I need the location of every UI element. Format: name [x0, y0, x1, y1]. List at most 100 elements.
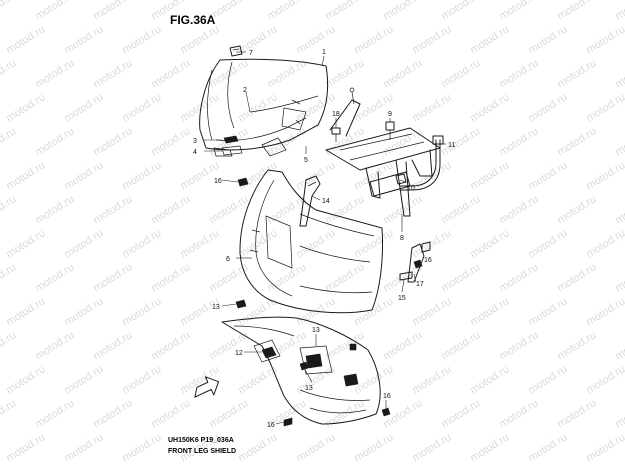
front-direction-arrow-icon: [194, 376, 220, 398]
watermark-text: motod.ru: [33, 125, 76, 158]
watermark-text: motod.ru: [33, 0, 76, 23]
watermark-text: motod.ru: [149, 329, 192, 362]
clip-part-10: [395, 173, 407, 185]
watermark-text: motod.ru: [613, 125, 625, 158]
figure-title: FIG.36A: [170, 13, 216, 27]
watermark-text: motod.ru: [497, 397, 540, 430]
watermark-text: motod.ru: [497, 0, 540, 23]
watermark-text: motod.ru: [0, 329, 18, 362]
watermark-text: motod.ru: [439, 0, 482, 23]
emblem-parts: [221, 135, 243, 156]
watermark-text: motod.ru: [120, 227, 163, 260]
watermark-text: motod.ru: [555, 193, 598, 226]
watermark-text: motod.ru: [468, 431, 511, 464]
watermark-text: motod.ru: [207, 193, 250, 226]
watermark-text: motod.ru: [381, 0, 424, 23]
watermark-text: motod.ru: [178, 227, 221, 260]
watermark-text: motod.ru: [439, 261, 482, 294]
watermark-text: motod.ru: [439, 125, 482, 158]
watermark-text: motod.ru: [526, 159, 569, 192]
callout-15: 15: [398, 295, 406, 302]
footer-caption: FRONT LEG SHIELD: [168, 448, 236, 455]
screw-part-18: [331, 127, 341, 142]
watermark-text: motod.ru: [497, 261, 540, 294]
watermark-text: motod.ru: [439, 397, 482, 430]
watermark-text: motod.ru: [149, 261, 192, 294]
leader-lines: [204, 51, 446, 425]
watermark-text: motod.ru: [439, 193, 482, 226]
callout-12: 12: [235, 350, 243, 357]
watermark-text: motod.ru: [497, 329, 540, 362]
watermark-text: motod.ru: [555, 329, 598, 362]
watermark-text: motod.ru: [468, 295, 511, 328]
watermark-text: motod.ru: [91, 57, 134, 90]
watermark-text: motod.ru: [555, 57, 598, 90]
callout-16a: 16: [214, 178, 222, 185]
watermark-text: motod.ru: [526, 431, 569, 464]
watermark-text: motod.ru: [207, 261, 250, 294]
watermark-text: motod.ru: [120, 91, 163, 124]
watermark-text: motod.ru: [352, 23, 395, 56]
watermark-text: motod.ru: [33, 193, 76, 226]
watermark-text: motod.ru: [526, 363, 569, 396]
watermark-text: motod.ru: [236, 159, 279, 192]
watermark-text: motod.ru: [526, 295, 569, 328]
watermark-text: motod.ru: [91, 397, 134, 430]
watermark-text: motod.ru: [91, 329, 134, 362]
bolt-part-9: [385, 121, 395, 140]
watermark-text: motod.ru: [4, 227, 47, 260]
watermark-text: motod.ru: [352, 159, 395, 192]
watermark-text: motod.ru: [468, 363, 511, 396]
watermark-text: motod.ru: [613, 261, 625, 294]
watermark-text: motod.ru: [584, 363, 625, 396]
watermark-text: motod.ru: [468, 159, 511, 192]
watermark-text: motod.ru: [120, 23, 163, 56]
watermark-text: motod.ru: [526, 91, 569, 124]
watermark-text: motod.ru: [439, 329, 482, 362]
watermark-text: motod.ru: [613, 0, 625, 23]
watermark-text: motod.ru: [236, 227, 279, 260]
watermark-text: motod.ru: [526, 23, 569, 56]
watermark-text: motod.ru: [91, 193, 134, 226]
callout-16d: 16: [383, 393, 391, 400]
watermark-text: motod.ru: [323, 0, 366, 23]
watermark-text: motod.ru: [584, 159, 625, 192]
watermark-text: motod.ru: [410, 23, 453, 56]
watermark-text: motod.ru: [62, 227, 105, 260]
watermark-text: motod.ru: [33, 329, 76, 362]
callout-2: 2: [243, 87, 247, 94]
watermark-text: motod.ru: [91, 261, 134, 294]
watermark-text: motod.ru: [91, 0, 134, 23]
watermark-text: motod.ru: [62, 23, 105, 56]
fasteners: [235, 177, 423, 427]
callout-3: 3: [193, 138, 197, 145]
watermark-text: motod.ru: [410, 431, 453, 464]
callout-18: 18: [332, 111, 340, 118]
callout-7: 7: [249, 50, 253, 57]
callout-4: 4: [193, 149, 197, 156]
watermark-text: motod.ru: [323, 261, 366, 294]
clip-part-7: [229, 45, 243, 57]
watermark-text: motod.ru: [207, 329, 250, 362]
callout-14: 14: [322, 198, 330, 205]
front-leg-shield: [239, 169, 383, 314]
watermark-text: motod.ru: [33, 397, 76, 430]
watermark-text: motod.ru: [149, 397, 192, 430]
watermark-text: motod.ru: [62, 363, 105, 396]
callout-1: 1: [322, 49, 326, 56]
watermark-text: motod.ru: [120, 431, 163, 464]
watermark-text: motod.ru: [62, 91, 105, 124]
watermark-text: motod.ru: [352, 363, 395, 396]
watermark-text: motod.ru: [178, 159, 221, 192]
watermark-text: motod.ru: [236, 431, 279, 464]
watermark-text: motod.ru: [33, 261, 76, 294]
callout-13a: 13: [212, 304, 220, 311]
watermark-text: motod.ru: [294, 23, 337, 56]
watermark-text: motod.ru: [613, 397, 625, 430]
watermark-text: motod.ru: [584, 23, 625, 56]
watermark-text: motod.ru: [497, 57, 540, 90]
callout-5: 5: [304, 157, 308, 164]
watermark-text: motod.ru: [265, 0, 308, 23]
